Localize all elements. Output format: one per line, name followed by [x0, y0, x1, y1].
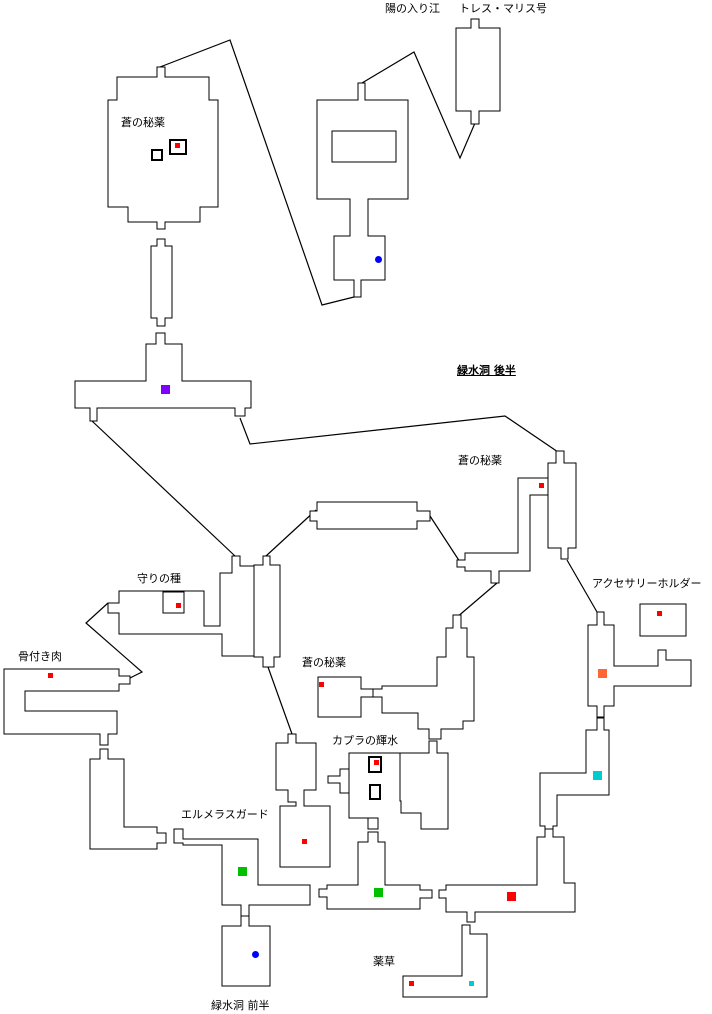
map-title: 緑水洞 後半: [457, 364, 516, 377]
corridor-north-vertical: [150, 238, 173, 327]
room-save-hall: [74, 332, 252, 422]
map-connections: [85, 39, 598, 735]
event-marker-green-west: [238, 867, 247, 876]
item-marker-accessory-holder: [657, 611, 662, 616]
exit-marker-ship: [375, 256, 382, 263]
event-marker-cyan-herb: [469, 981, 474, 986]
label-medicinal-herb: 薬草: [373, 955, 395, 968]
event-marker-green-center: [374, 888, 383, 897]
item-marker-capra-water: [374, 760, 379, 765]
label-blue-medicine-east: 蒼の秘薬: [458, 454, 502, 467]
room-tres-maris: [455, 18, 501, 125]
chest-box-capra-2: [369, 784, 381, 800]
label-guard-seed: 守りの種: [137, 572, 181, 585]
corridor-upper-center: [309, 501, 431, 530]
item-marker-guard-seed: [176, 603, 181, 608]
label-blue-medicine-center: 蒼の秘薬: [302, 656, 346, 669]
label-tres-maris: トレス・マリス号: [459, 2, 547, 15]
room-medicine-east: [456, 477, 549, 584]
room-boss-south: [438, 828, 576, 923]
ship-cabin: [331, 130, 397, 163]
label-bone-meat: 骨付き肉: [18, 650, 62, 663]
room-ship-deck: [316, 82, 409, 298]
room-capra-water: [327, 740, 449, 830]
item-marker-blue-medicine-north: [175, 143, 180, 148]
label-blue-medicine-north: 蒼の秘薬: [121, 116, 165, 129]
room-accessory-holder: [639, 603, 687, 637]
room-medicine-center: [317, 676, 374, 718]
boss-marker: [507, 892, 516, 901]
event-marker-orange: [598, 669, 607, 678]
item-marker-blue-medicine-center: [319, 682, 324, 687]
item-marker-blue-medicine-east: [539, 483, 544, 488]
corridor-west-lower: [89, 748, 167, 850]
room-guard-hall: [275, 733, 331, 868]
exit-marker-front-half: [252, 951, 259, 958]
event-marker-cyan-east: [593, 771, 602, 780]
room-central-south: [318, 831, 433, 910]
room-exit-front-half: [221, 915, 271, 987]
room-herb: [402, 924, 488, 998]
corridor-center-link: [372, 614, 475, 740]
item-marker-elmeras-guard: [302, 839, 307, 844]
room-medicine-north: [107, 66, 219, 230]
label-elmeras-guard: エルメラスガード: [181, 808, 269, 821]
label-front-half: 緑水洞 前半: [211, 999, 270, 1012]
label-accessory-holder: アクセサリーホルダー: [592, 577, 702, 590]
label-capra-water: カプラの輝水: [332, 734, 398, 747]
item-marker-bone-meat: [48, 673, 53, 678]
item-marker-herb: [409, 981, 414, 986]
room-accessory-west: [587, 611, 692, 718]
room-bone-meat: [3, 668, 131, 746]
corridor-pillar: [253, 555, 281, 668]
map-rooms: [3, 18, 692, 998]
chest-box-north-1: [151, 149, 163, 161]
corridor-east-vertical: [547, 450, 577, 560]
save-point-marker: [161, 385, 170, 394]
label-sunny-inlet: 陽の入り江: [385, 2, 440, 15]
